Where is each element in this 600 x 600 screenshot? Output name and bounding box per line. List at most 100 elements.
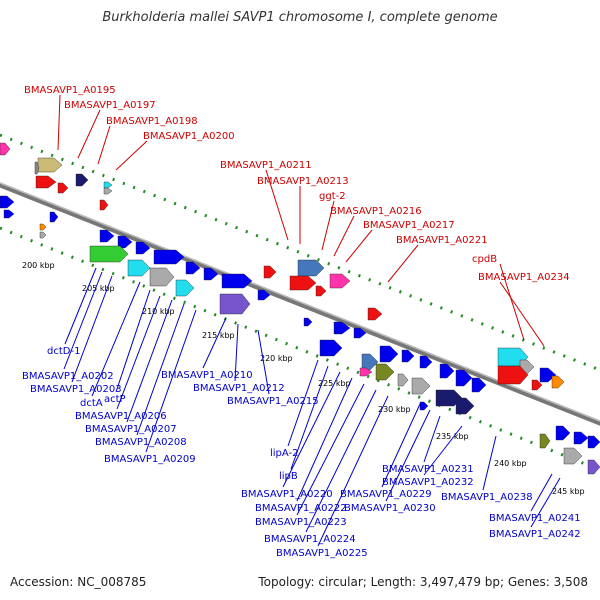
gene-label-bmasavp1-a0216[interactable]: BMASAVP1_A0216 xyxy=(330,206,422,217)
gene-label-bmasavp1-a0200[interactable]: BMASAVP1_A0200 xyxy=(143,131,235,142)
leader-line xyxy=(305,389,377,533)
gene-arrow xyxy=(367,307,383,321)
leader-line xyxy=(115,140,148,171)
leader-line xyxy=(257,329,270,395)
gene-label-bmasavp1-a0221[interactable]: BMASAVP1_A0221 xyxy=(396,235,488,246)
leader-line xyxy=(282,371,341,488)
gene-label-bmasavp1-a0231[interactable]: BMASAVP1_A0231 xyxy=(382,464,474,475)
gene-label-bmasavp1-a0212[interactable]: BMASAVP1_A0212 xyxy=(193,383,285,394)
gene-label-bmasavp1-a0195[interactable]: BMASAVP1_A0195 xyxy=(24,85,116,96)
gene-label-bmasavp1-a0229[interactable]: BMASAVP1_A0229 xyxy=(340,489,432,500)
scale-label-220-kbp: 220 kbp xyxy=(260,354,293,363)
gene-arrow xyxy=(263,265,277,279)
scale-label-230-kbp: 230 kbp xyxy=(378,405,411,414)
leader-line xyxy=(499,281,545,347)
gene-arrow xyxy=(319,339,343,357)
gene-arrow xyxy=(103,187,113,195)
leader-line xyxy=(345,229,373,263)
gene-label-bmasavp1-a0213[interactable]: BMASAVP1_A0213 xyxy=(257,176,349,187)
leader-line xyxy=(265,169,289,241)
gene-label-bmasavp1-a0211[interactable]: BMASAVP1_A0211 xyxy=(220,160,312,171)
gene-label-bmasavp1-a0197[interactable]: BMASAVP1_A0197 xyxy=(64,100,156,111)
gene-label-bmasavp1-a0225[interactable]: BMASAVP1_A0225 xyxy=(276,548,368,559)
gene-arrow xyxy=(401,349,415,363)
gene-arrow xyxy=(375,363,395,381)
gene-arrow xyxy=(99,199,109,211)
gene-arrow xyxy=(153,249,185,265)
gene-label-bmasavp1-a0241[interactable]: BMASAVP1_A0241 xyxy=(489,513,581,524)
backbone-line xyxy=(0,182,600,426)
leader-line xyxy=(126,299,173,423)
scale-label-205-kbp: 205 kbp xyxy=(82,284,115,293)
gene-arrow xyxy=(3,209,15,219)
gene-arrow xyxy=(35,175,57,189)
gene-arrow xyxy=(34,161,40,175)
scale-label-210-kbp: 210 kbp xyxy=(142,307,175,316)
gene-label-bmasavp1-a0202[interactable]: BMASAVP1_A0202 xyxy=(22,371,114,382)
gene-label-bmasavp1-a0234[interactable]: BMASAVP1_A0234 xyxy=(478,272,570,283)
gene-label-bmasavp1-a0208[interactable]: BMASAVP1_A0208 xyxy=(95,437,187,448)
gene-label-bmasavp1-a0224[interactable]: BMASAVP1_A0224 xyxy=(264,534,356,545)
leader-line xyxy=(296,377,353,502)
gene-features xyxy=(0,142,600,475)
gene-label-bmasavp1-a0209[interactable]: BMASAVP1_A0209 xyxy=(104,454,196,465)
leader-line xyxy=(530,473,553,512)
leader-line xyxy=(115,289,151,393)
gene-label-lipa-2[interactable]: lipA-2 xyxy=(270,448,299,459)
gene-arrow xyxy=(411,377,431,395)
gene-label-bmasavp1-a0238[interactable]: BMASAVP1_A0238 xyxy=(441,492,533,503)
gene-label-bmasavp1-a0220[interactable]: BMASAVP1_A0220 xyxy=(241,489,333,500)
gene-label-bmasavp1-a0222[interactable]: BMASAVP1_A0222 xyxy=(255,503,347,514)
gene-arrow xyxy=(315,285,327,297)
leader-line xyxy=(482,435,497,491)
gene-arrow xyxy=(573,431,589,445)
leader-line xyxy=(57,94,61,151)
gene-label-bmasavp1-a0206[interactable]: BMASAVP1_A0206 xyxy=(75,411,167,422)
gene-arrow xyxy=(397,373,409,387)
gene-arrow xyxy=(39,231,47,239)
gene-arrow xyxy=(329,273,351,289)
gene-arrow xyxy=(587,459,600,475)
gene-label-bmasavp1-a0198[interactable]: BMASAVP1_A0198 xyxy=(106,116,198,127)
gene-label-bmasavp1-a0210[interactable]: BMASAVP1_A0210 xyxy=(161,370,253,381)
gene-label-dcta[interactable]: dctA xyxy=(80,398,103,409)
gene-arrow xyxy=(57,182,69,194)
gene-arrow xyxy=(379,345,399,363)
gene-label-cpdb[interactable]: cpdB xyxy=(472,254,497,265)
gene-arrow xyxy=(359,367,373,377)
gene-arrow xyxy=(303,317,313,327)
gene-arrow xyxy=(175,279,195,297)
gene-label-actp[interactable]: actP xyxy=(104,394,126,405)
gene-arrow xyxy=(419,355,433,369)
gene-arrow xyxy=(75,173,89,187)
gene-arrow xyxy=(497,365,529,385)
gene-arrow xyxy=(297,259,325,277)
leader-line xyxy=(333,215,355,257)
gene-arrow xyxy=(333,321,351,335)
leader-line xyxy=(116,295,161,410)
gene-label-bmasavp1-a0242[interactable]: BMASAVP1_A0242 xyxy=(489,529,581,540)
gene-arrow xyxy=(471,377,487,393)
gene-arrow xyxy=(289,275,317,291)
inner-track xyxy=(0,226,600,472)
leader-line xyxy=(317,395,389,547)
gene-arrow xyxy=(49,211,59,223)
gene-label-bmasavp1-a0207[interactable]: BMASAVP1_A0207 xyxy=(85,424,177,435)
gene-label-bmasavp1-a0223[interactable]: BMASAVP1_A0223 xyxy=(255,517,347,528)
gene-label-bmasavp1-a0230[interactable]: BMASAVP1_A0230 xyxy=(344,503,436,514)
map-title: Burkholderia mallei SAVP1 chromosome I, … xyxy=(102,10,498,25)
gene-label-dctd-1[interactable]: dctD-1 xyxy=(47,346,80,357)
gene-label-bmasavp1-a0232[interactable]: BMASAVP1_A0232 xyxy=(382,477,474,488)
gene-label-lipb[interactable]: lipB xyxy=(279,471,298,482)
gene-label-bmasavp1-a0217[interactable]: BMASAVP1_A0217 xyxy=(363,220,455,231)
gene-label-ggt-2[interactable]: ggt-2 xyxy=(319,191,346,202)
scale-label-245-kbp: 245 kbp xyxy=(552,487,585,496)
gene-label-bmasavp1-a0203[interactable]: BMASAVP1_A0203 xyxy=(30,384,122,395)
gene-arrow xyxy=(89,245,129,263)
leader-line xyxy=(64,267,97,345)
leader-line xyxy=(385,409,431,502)
leader-line xyxy=(423,425,463,476)
gene-label-bmasavp1-a0215[interactable]: BMASAVP1_A0215 xyxy=(227,396,319,407)
gene-arrow xyxy=(0,142,11,156)
